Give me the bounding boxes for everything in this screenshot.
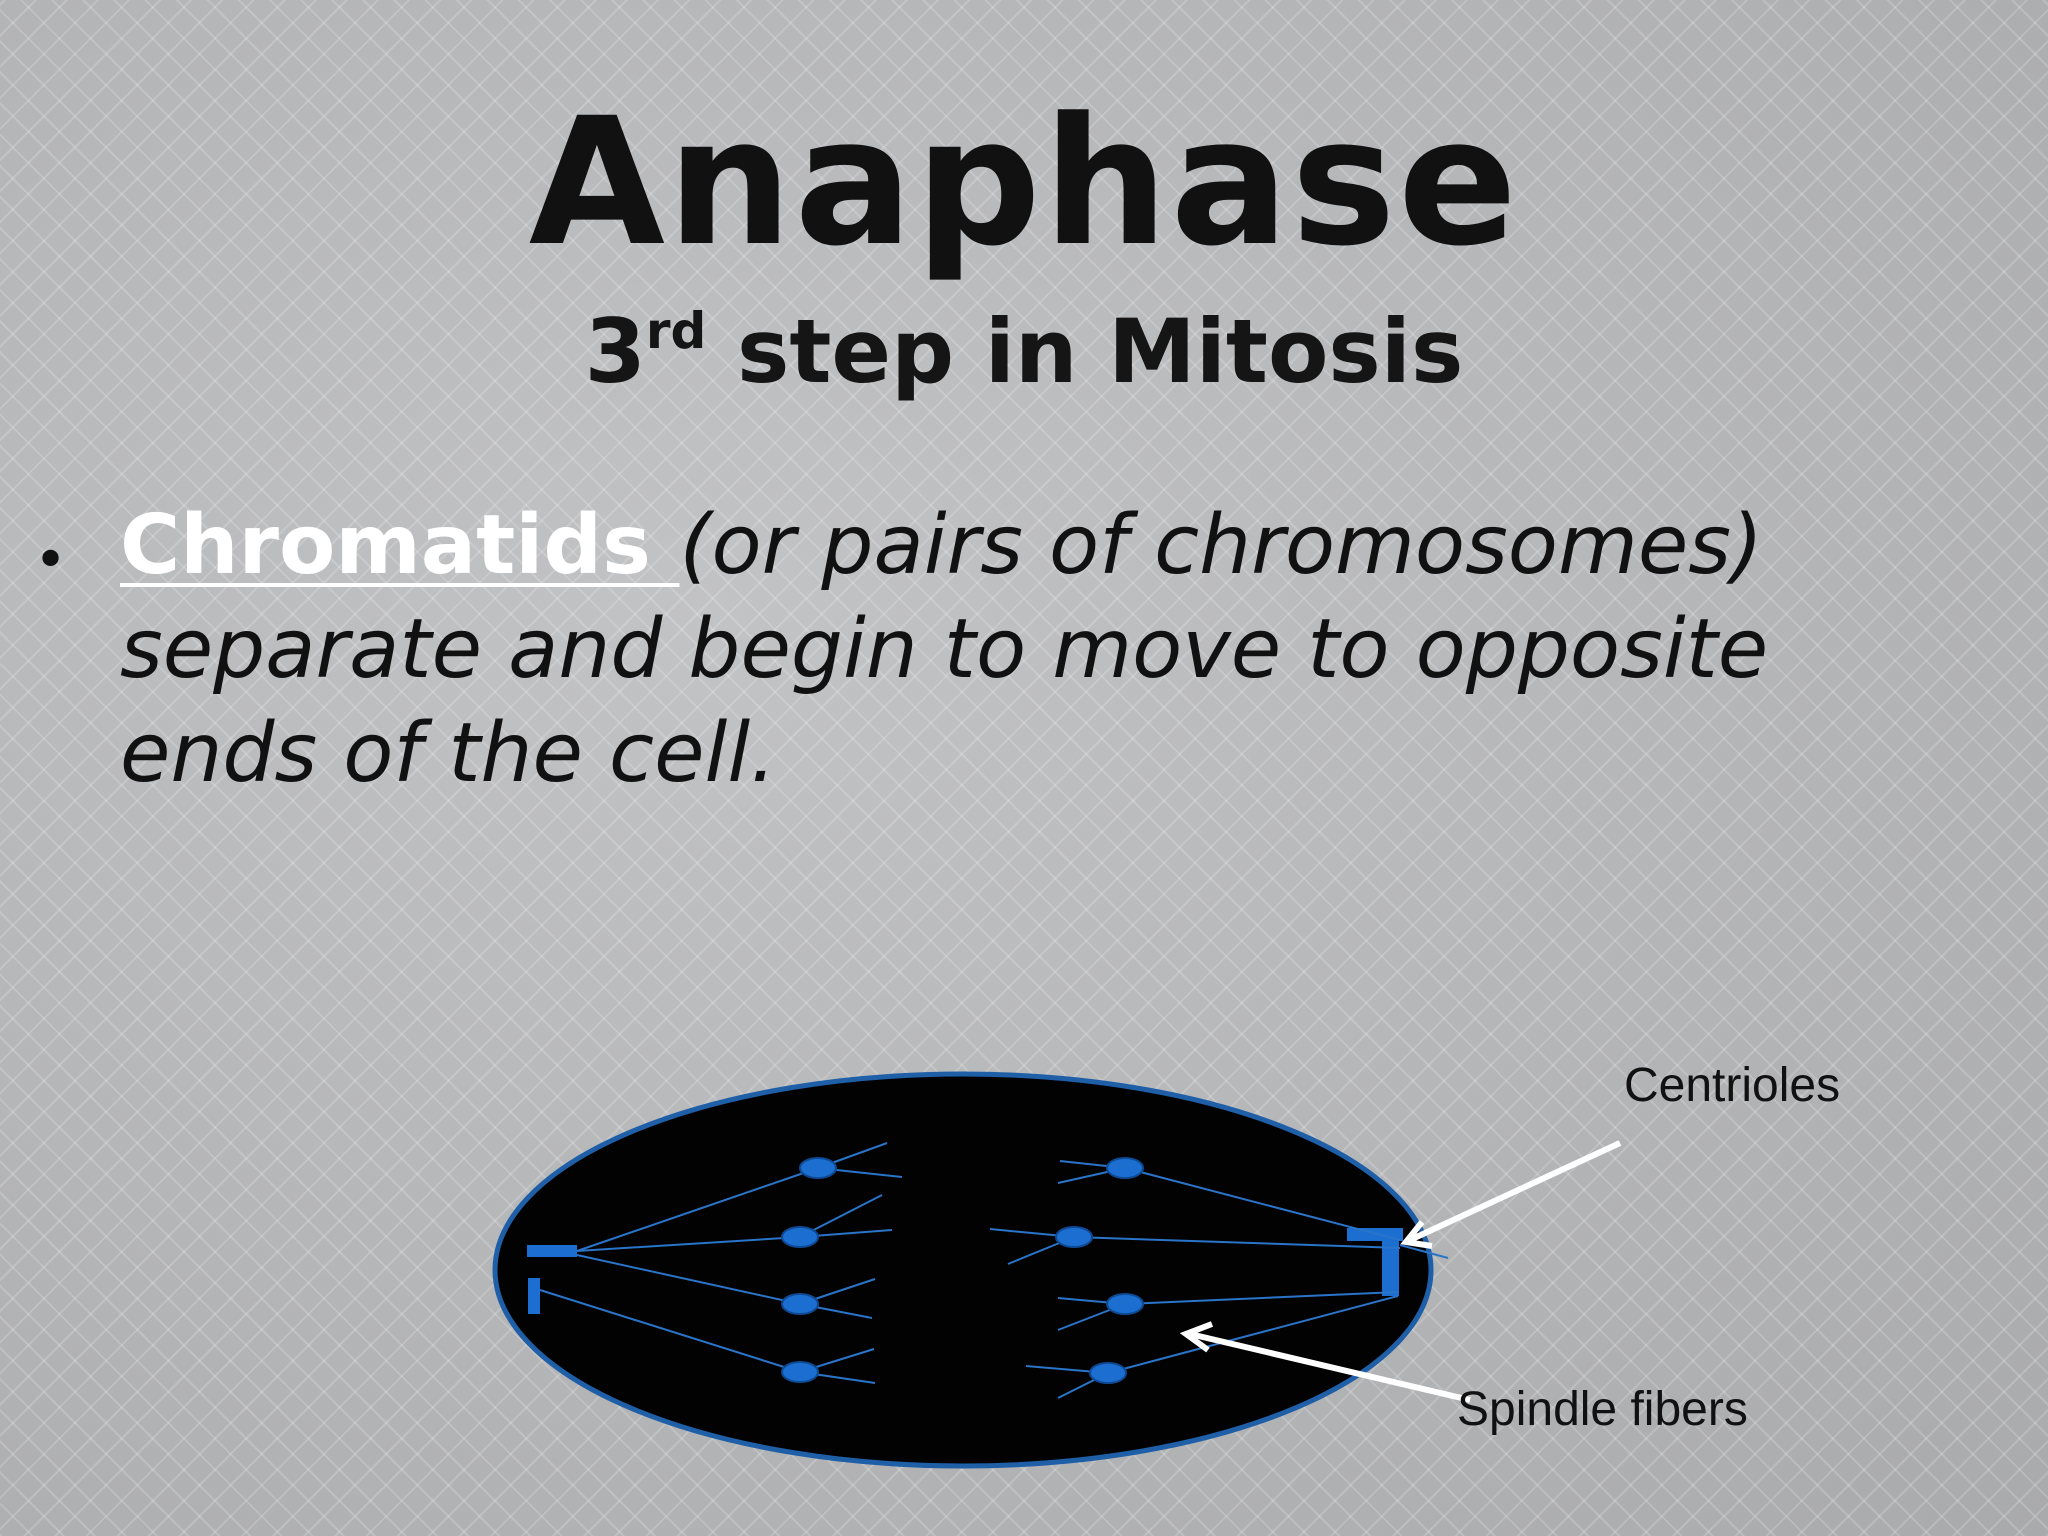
cell-body <box>492 1071 1434 1469</box>
spindle-fibers <box>539 1167 1449 1374</box>
left-centriole <box>527 1245 577 1314</box>
centromere <box>1106 1157 1144 1179</box>
centromere <box>781 1361 819 1383</box>
centromere <box>1106 1293 1144 1315</box>
bullet-description: (or pairs of chromosomes) separate and b… <box>120 498 1769 801</box>
spindle-fibers-label: Spindle fibers <box>1457 1383 1748 1436</box>
bullet-text: Chromatids (or pairs of chromosomes) sep… <box>120 494 1920 806</box>
spindle-fibers-arrow <box>1179 1321 1471 1403</box>
chromatid-centromeres <box>781 1157 1144 1384</box>
centromere <box>781 1226 819 1248</box>
centrioles-arrow <box>1400 1140 1622 1249</box>
centromere <box>781 1293 819 1315</box>
right-centriole <box>1347 1228 1403 1296</box>
subtitle-rest: step in Mitosis <box>706 300 1464 403</box>
subtitle-number: 3 <box>584 300 646 403</box>
bullet-point-icon: • <box>34 528 68 593</box>
slide-subtitle: 3rd step in Mitosis <box>0 300 2048 403</box>
subtitle-ordinal-suffix: rd <box>645 302 707 360</box>
centromere <box>1055 1226 1093 1248</box>
centrioles-label: Centrioles <box>1624 1059 1841 1112</box>
slide-title: Anaphase <box>528 80 1520 285</box>
centromere <box>1089 1362 1127 1384</box>
chromatids-term: Chromatids <box>120 498 680 593</box>
centromere <box>799 1157 837 1179</box>
